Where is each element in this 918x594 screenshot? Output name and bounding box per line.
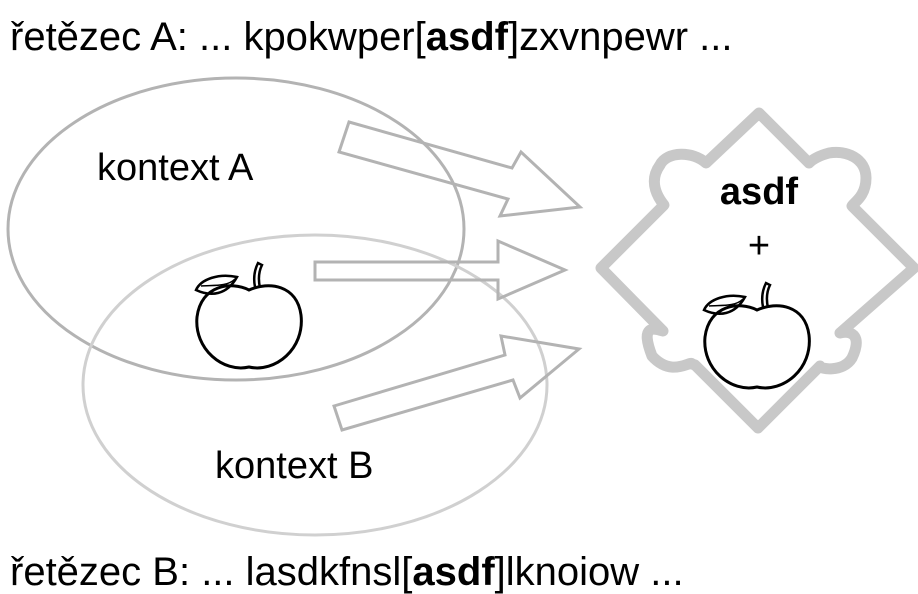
- arrow-top: [337, 120, 584, 218]
- string-a-line: řetězec A: ... kpokwper[asdf]zxvnpewr ..…: [10, 17, 733, 57]
- string-b-key: asdf: [412, 550, 495, 594]
- string-b-line: řetězec B: ... lasdkfnsl[asdf]lknoiow ..…: [10, 552, 684, 592]
- string-a-key: asdf: [425, 15, 508, 59]
- apple-icon: [194, 261, 303, 370]
- apple-icon: [702, 281, 811, 390]
- context-a-label: kontext A: [97, 147, 254, 189]
- context-b-ellipse: [81, 233, 549, 537]
- arrow-middle: [313, 238, 569, 302]
- context-a-ellipse: [6, 76, 466, 382]
- arrow-bottom: [332, 334, 583, 432]
- puzzle-piece-icon: [595, 107, 918, 434]
- string-a-suffix: ]zxvnpewr ...: [508, 15, 733, 59]
- puzzle-word: asdf: [720, 171, 798, 213]
- context-b-label: kontext B: [215, 445, 373, 487]
- arrow-icon: [313, 120, 584, 432]
- puzzle-plus: +: [748, 225, 770, 267]
- string-b-suffix: ]lknoiow ...: [494, 550, 684, 594]
- string-a-prefix: řetězec A: ... kpokwper[: [10, 15, 426, 59]
- string-b-prefix: řetězec B: ... lasdkfnsl[: [10, 550, 413, 594]
